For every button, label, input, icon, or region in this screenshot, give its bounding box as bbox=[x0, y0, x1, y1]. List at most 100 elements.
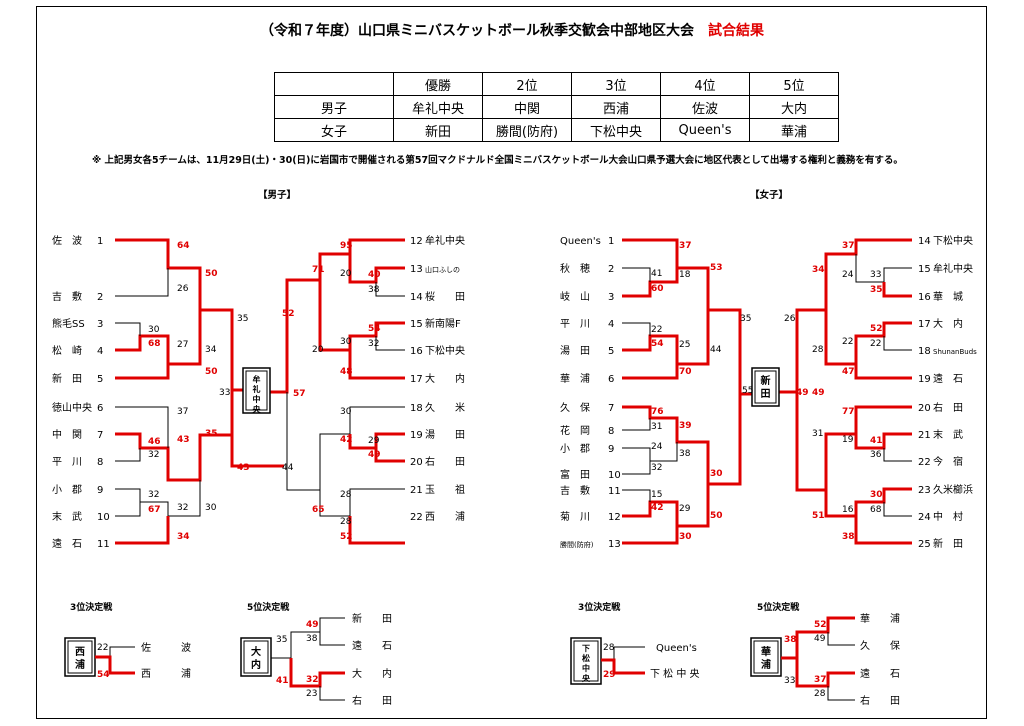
score: 60 bbox=[651, 284, 664, 294]
team-name: 下松中央 bbox=[933, 234, 973, 247]
bracket-line bbox=[115, 406, 169, 448]
winner-line bbox=[601, 658, 645, 675]
score: 35 bbox=[205, 429, 218, 439]
score: 34 bbox=[812, 265, 825, 275]
team-name: 熊毛SS bbox=[52, 317, 85, 330]
team-name: 徳山中央 bbox=[52, 401, 92, 414]
team-name: 勝間(防府) bbox=[560, 540, 594, 549]
team-number: 8 bbox=[97, 457, 103, 468]
team-number: 11 bbox=[97, 539, 110, 550]
score: 22 bbox=[842, 337, 853, 347]
boys-section-label: 【男子】 bbox=[258, 189, 296, 201]
results-cell: 女子 bbox=[274, 118, 394, 142]
fifth-box-boys-inner bbox=[243, 640, 269, 674]
winner-line bbox=[622, 364, 679, 380]
team-number: 13 bbox=[608, 539, 621, 550]
bracket-line bbox=[115, 322, 141, 336]
team-name: 華 城 bbox=[933, 291, 963, 303]
fifth-place-label-boys: 5位決定戦 bbox=[247, 601, 290, 613]
results-table: 優勝 2位 3位 4位 5位 男子 牟礼中央 中関 西浦 佐波 大内 女子 新田… bbox=[274, 72, 839, 142]
results-header-cell: 優勝 bbox=[393, 72, 483, 96]
score: 53 bbox=[710, 263, 723, 273]
bracket-line bbox=[271, 617, 345, 659]
team-name: 大 内 bbox=[425, 372, 465, 385]
score: 33 bbox=[219, 388, 230, 398]
score: 41 bbox=[651, 269, 662, 279]
score: 67 bbox=[148, 505, 161, 515]
team-name: Queen's bbox=[656, 643, 697, 654]
team-name: 岐 山 bbox=[560, 290, 590, 303]
score: 28 bbox=[812, 345, 824, 355]
team-name: 新 田 bbox=[933, 537, 963, 550]
score: 30 bbox=[340, 337, 352, 347]
team-name: 下松中央 bbox=[425, 344, 465, 357]
team-name: 吉 敷 bbox=[52, 290, 82, 303]
team-name: 中 関 bbox=[52, 428, 82, 441]
team-number: 19 bbox=[410, 430, 423, 441]
team-number: 24 bbox=[918, 512, 931, 523]
team-name: 大 内 bbox=[352, 667, 392, 680]
fifth-place-label-girls: 5位決定戦 bbox=[757, 601, 800, 613]
team-number: 22 bbox=[918, 457, 931, 468]
team-number: 11 bbox=[608, 486, 621, 497]
score: 32 bbox=[148, 450, 159, 460]
score: 42 bbox=[651, 503, 664, 513]
score: 38 bbox=[784, 635, 797, 645]
team-number: 2 bbox=[97, 292, 103, 303]
score: 30 bbox=[870, 490, 883, 500]
team-name: 桜 田 bbox=[425, 290, 465, 303]
score: 20 bbox=[340, 269, 352, 279]
score: 22 bbox=[97, 643, 108, 653]
bracket-line bbox=[622, 447, 651, 461]
champion-name-girls: 新田 bbox=[761, 374, 771, 400]
bracket-line bbox=[883, 448, 912, 462]
team-number: 10 bbox=[608, 470, 621, 481]
team-name: Queen's bbox=[560, 236, 601, 247]
champion-box-girls-inner bbox=[754, 370, 777, 404]
fifth-winner-boys: 大内 bbox=[251, 645, 261, 671]
score: 37 bbox=[679, 241, 692, 251]
team-number: 1 bbox=[97, 236, 103, 247]
score: 18 bbox=[679, 270, 691, 280]
score: 28 bbox=[814, 689, 826, 699]
results-header-row: 優勝 2位 3位 4位 5位 bbox=[274, 72, 839, 96]
score: 30 bbox=[710, 469, 723, 479]
team-number: 19 bbox=[918, 374, 931, 385]
team-name: 平 川 bbox=[52, 457, 82, 468]
team-number: 18 bbox=[410, 403, 423, 414]
winner-line bbox=[795, 392, 912, 492]
team-number: 14 bbox=[918, 236, 931, 247]
team-number: 17 bbox=[918, 319, 931, 330]
score: 27 bbox=[177, 340, 188, 350]
team-number: 6 bbox=[97, 403, 103, 414]
bracket-line bbox=[115, 448, 141, 462]
winner-line bbox=[622, 526, 679, 545]
team-name: 秋 穂 bbox=[560, 262, 590, 275]
results-cell: 華浦 bbox=[749, 118, 839, 142]
score: 38 bbox=[306, 634, 318, 644]
winner-line bbox=[622, 310, 710, 366]
team-name: 久 保 bbox=[860, 639, 900, 652]
results-cell: 下松中央 bbox=[571, 118, 661, 142]
score: 16 bbox=[842, 505, 854, 515]
winner-line bbox=[824, 487, 912, 518]
score: 35 bbox=[237, 314, 248, 324]
score: 32 bbox=[306, 675, 319, 685]
score: 54 bbox=[368, 324, 381, 334]
bracket-line bbox=[115, 268, 169, 297]
score: 37 bbox=[814, 675, 827, 685]
score: 50 bbox=[205, 269, 218, 279]
fifth-box-girls bbox=[750, 637, 782, 677]
team-number: 8 bbox=[608, 426, 614, 437]
score: 52 bbox=[340, 532, 353, 542]
score: 95 bbox=[340, 241, 353, 251]
bracket-line bbox=[883, 502, 912, 517]
results-cell: 西浦 bbox=[571, 95, 661, 119]
team-name: 末 武 bbox=[52, 510, 82, 523]
champion-box-girls bbox=[751, 367, 780, 407]
score: 54 bbox=[97, 670, 110, 680]
bracket-line bbox=[319, 632, 345, 646]
results-cell: 大内 bbox=[749, 95, 839, 119]
results-row-girls: 女子 新田 勝間(防府) 下松中央 Queen's 華浦 bbox=[274, 118, 839, 142]
